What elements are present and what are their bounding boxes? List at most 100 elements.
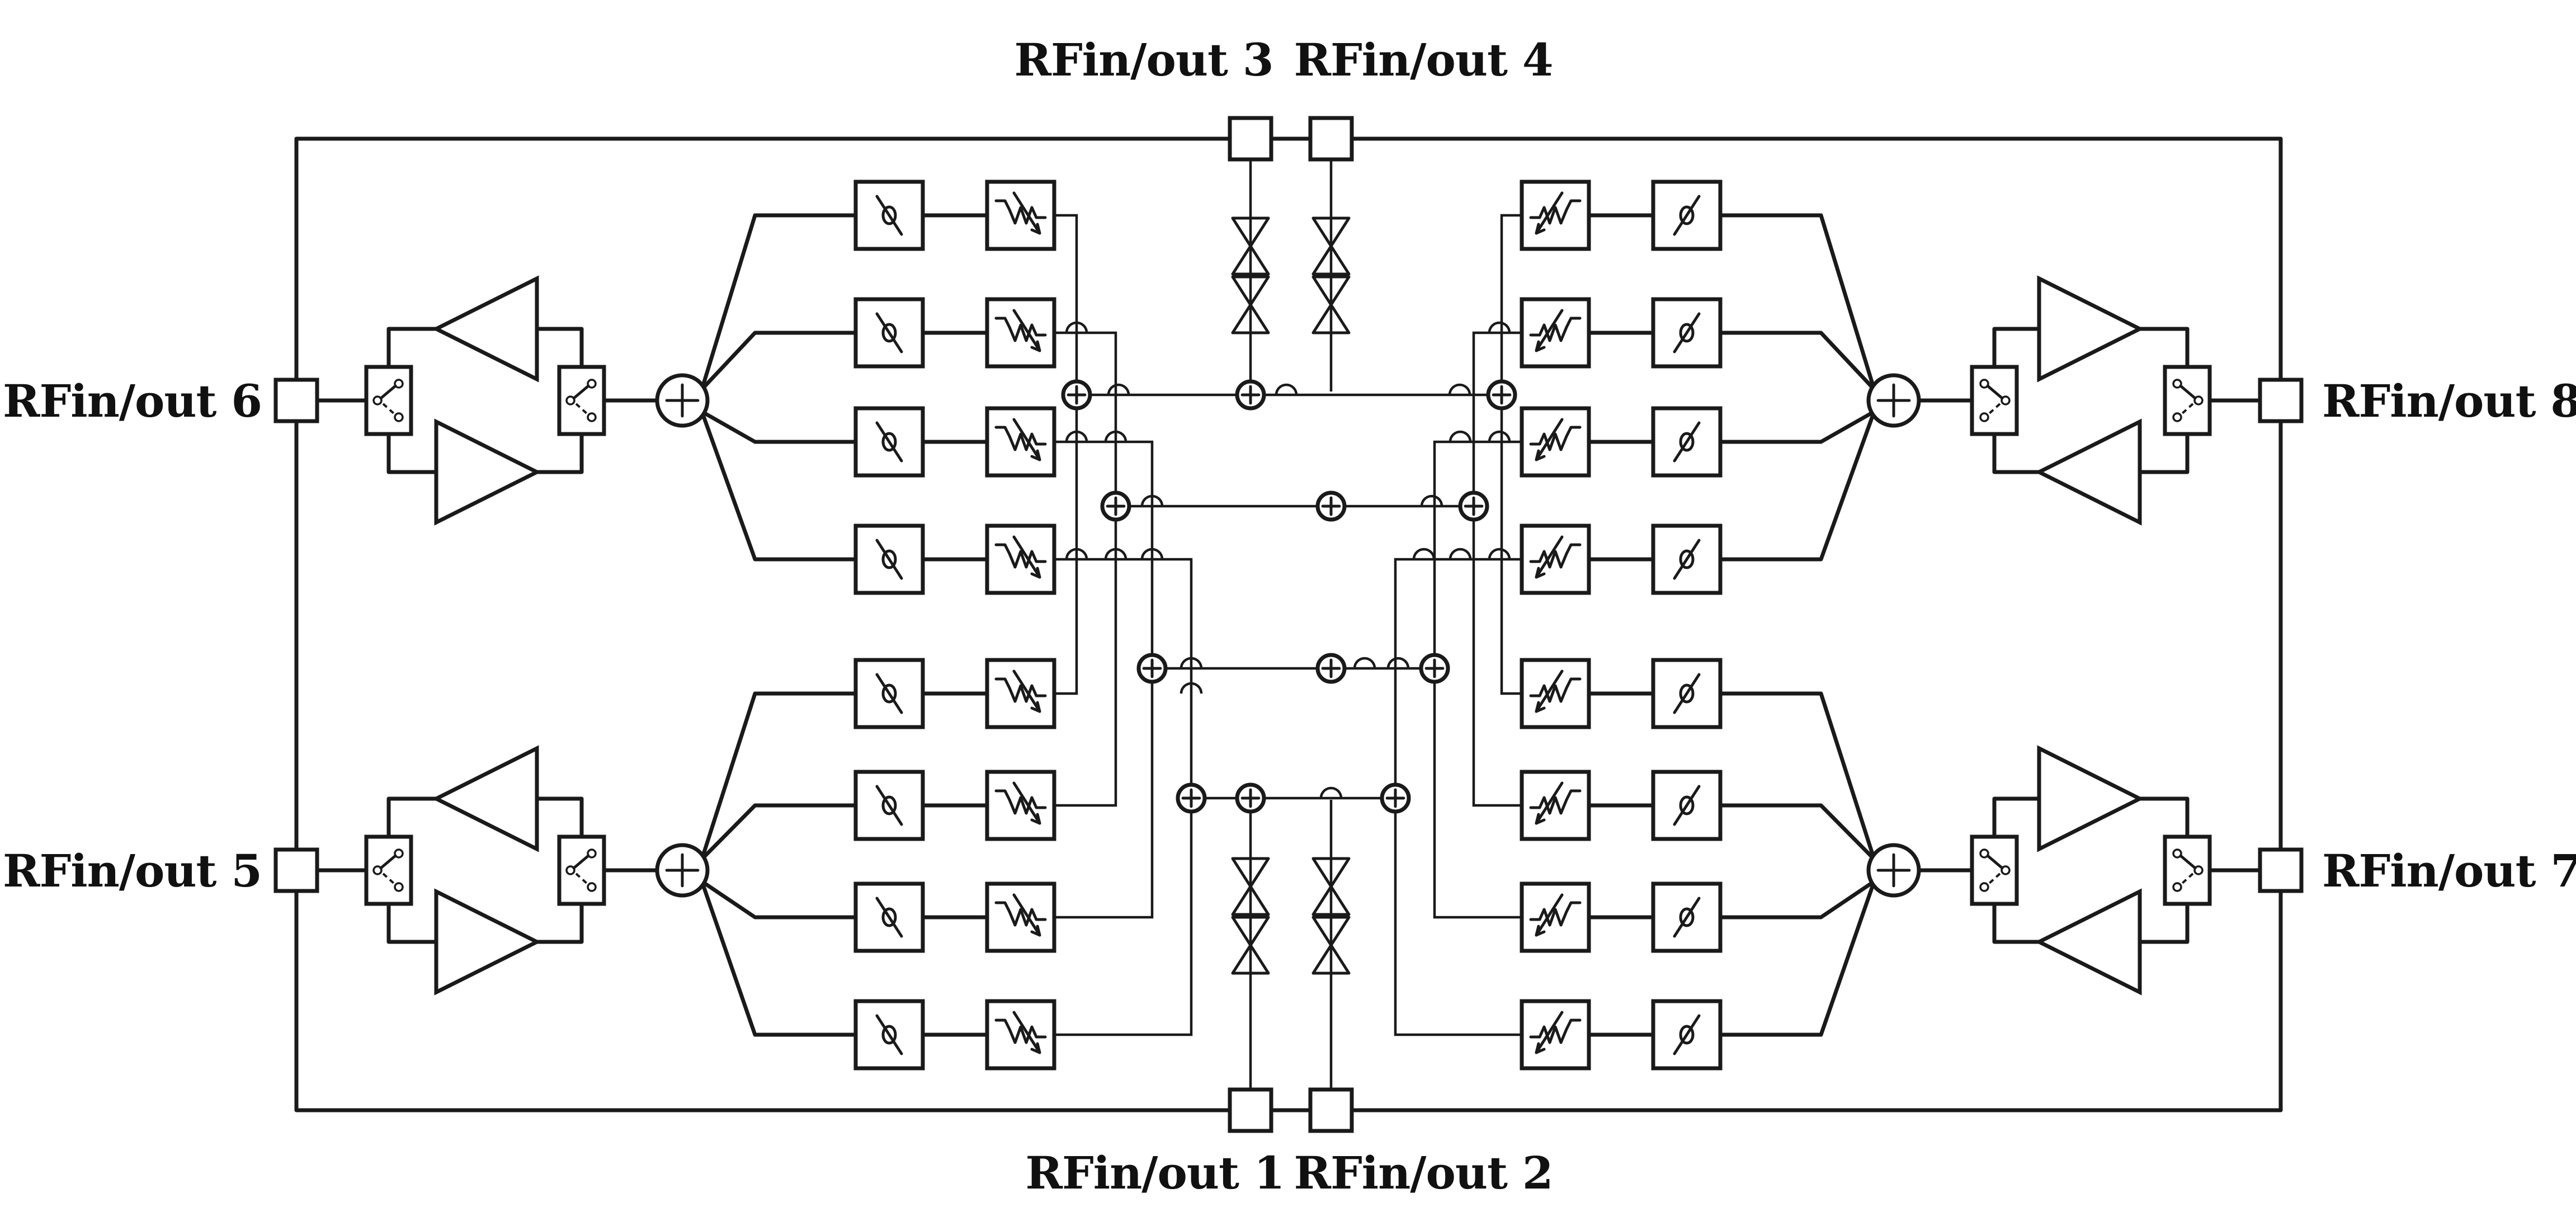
ch6-phase-shifter-1 (853, 297, 925, 369)
ch6-amp-path-a-out (531, 327, 584, 367)
phase-circle (1679, 907, 1695, 927)
port-6-pad (273, 378, 319, 423)
ch5-phase-shifter-1 (853, 770, 925, 841)
ch7-output-switch (1970, 834, 2019, 906)
port-1-pad (1228, 1087, 1273, 1133)
switch-arm-dashed (382, 403, 395, 415)
switch-arm (2179, 854, 2197, 870)
ch5-attenuator-2 (985, 881, 1056, 953)
ch5-input-switch (364, 834, 413, 906)
port-5-pad (273, 847, 319, 893)
phase-circle (1679, 549, 1695, 569)
port-label-7: RFin/out 7 (2322, 845, 2576, 897)
right-bot-feed-3 (1394, 798, 1522, 1036)
ch6-phase-shifter-0 (853, 180, 925, 251)
switch-pole (2001, 395, 2011, 405)
crossover-left-2 (1104, 430, 1127, 442)
switch-pole (372, 865, 383, 875)
switch-arm-dashed (2181, 873, 2194, 885)
phase-circle (881, 1025, 897, 1045)
bus-junction-combiner-4 (1315, 491, 1347, 522)
attenuator-arrow (1535, 781, 1564, 825)
attenuator-arrow (1012, 893, 1041, 937)
left-bot-feed-0 (1054, 395, 1078, 695)
port-2-pad (1308, 1087, 1354, 1133)
switch-pole (2001, 865, 2011, 875)
ch5-fanout-row-3 (700, 880, 856, 1037)
bus-junction-combiner-11 (1380, 782, 1411, 814)
ch5-amplifier-rx (432, 745, 539, 852)
ch7-amplifier-tx (2035, 888, 2142, 996)
ch8-attenuator-3 (1520, 524, 1591, 595)
ch6-fanout-row-0 (700, 213, 856, 390)
ch8-phase-shifter-2 (1651, 406, 1723, 478)
crossover-bus-3 (1140, 494, 1164, 507)
ch5-phase-shifter-0 (853, 658, 925, 729)
attenuator-arrow (1012, 191, 1041, 235)
attenuator-box (985, 524, 1056, 595)
resistor-zigzag (1529, 317, 1582, 342)
switch-pole (565, 865, 575, 875)
crossover-bus-7 (1353, 657, 1376, 669)
tr-switch-top-upper-1 (1311, 216, 1351, 276)
attenuator-box (985, 658, 1056, 729)
phase-slash (875, 673, 903, 714)
switch-throw-a (1979, 848, 1989, 859)
crossover-bus-5 (1180, 657, 1203, 669)
crossover-bus-2 (1448, 383, 1471, 395)
attenuator-arrowhead (1030, 449, 1041, 461)
switch-throw-a (394, 848, 404, 859)
attenuator-arrowhead (1535, 813, 1546, 825)
resistor-zigzag (994, 199, 1047, 225)
phase-circle (881, 549, 897, 569)
amplifier-triangle (432, 745, 539, 852)
left-top-feed-1 (1054, 331, 1117, 506)
attenuator-arrow (1535, 535, 1564, 579)
switch-throw-b (1979, 412, 1989, 422)
ch8-fanout-row-3 (1720, 411, 1876, 562)
attenuator-box (1520, 881, 1591, 953)
port-label-3: RFin/out 3 (1014, 34, 1273, 86)
resistor-zigzag (994, 543, 1047, 569)
port-labels: RFin/out 3 RFin/out 4 RFin/out 1 RFin/ou… (3, 34, 2576, 1199)
ch7-attenuator-3 (1520, 999, 1591, 1071)
attenuator-arrowhead (1030, 925, 1041, 937)
ch7-attenuator-1 (1520, 770, 1591, 841)
switch-arm-dashed (575, 403, 588, 415)
ch7-fanout-row-1 (1720, 803, 1876, 861)
ch8-amplifier-rx (2037, 275, 2144, 383)
phase-slash (875, 421, 903, 463)
ch5-amp-path-b-out (531, 904, 584, 944)
ch8-fanout-row-2 (1720, 409, 1875, 444)
attenuator-arrowhead (1030, 223, 1041, 235)
crossover-bottom-0 (1180, 682, 1203, 694)
ch6-amp-path-b-out (531, 434, 584, 474)
amplifier-triangle (2035, 888, 2142, 996)
port-label-2: RFin/out 2 (1294, 1147, 1553, 1199)
attenuator-arrowhead (1030, 1042, 1041, 1054)
right-top-feed-3 (1394, 558, 1522, 798)
switch-throw-b (2172, 882, 2182, 892)
port-8-pad (2258, 378, 2304, 423)
switch-arm-dashed (2181, 403, 2194, 415)
ch7-fanout-row-2 (1720, 880, 1875, 920)
switch-throw-b (1979, 882, 1989, 892)
switch-throw-b (394, 412, 404, 422)
ch8-fanout-row-1 (1720, 331, 1876, 391)
resistor-zigzag (1529, 426, 1582, 451)
left-bot-feed-2 (1054, 668, 1154, 919)
resistor-zigzag (1529, 677, 1582, 703)
attenuator-box (985, 406, 1056, 478)
amplifier-triangle (434, 418, 541, 526)
phase-shifter-box (853, 770, 925, 841)
components (273, 116, 2304, 1133)
phase-shifter-box (1651, 881, 1723, 953)
attenuator-arrow (1012, 1011, 1041, 1054)
tr-switch-bottom-upper-1 (1311, 857, 1351, 916)
phase-slash (1673, 673, 1701, 714)
phase-circle (881, 907, 897, 927)
attenuator-box (985, 297, 1056, 369)
tr-switch-hourglass (1311, 216, 1351, 276)
ch5-amp-path-b-in (386, 904, 436, 944)
